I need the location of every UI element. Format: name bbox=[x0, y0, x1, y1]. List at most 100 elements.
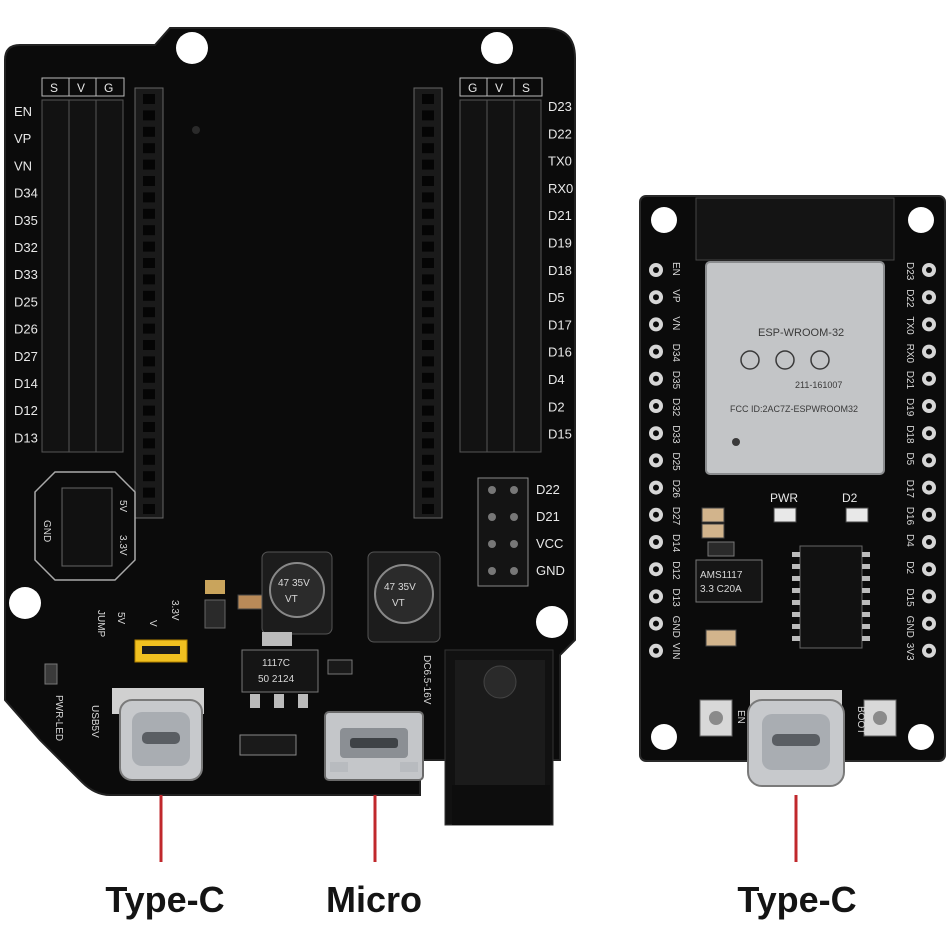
usb-c-port bbox=[112, 688, 204, 781]
header-socket bbox=[422, 225, 434, 236]
capacitor-text: 35V bbox=[398, 582, 416, 593]
devkit-left-pin-holes bbox=[649, 263, 663, 658]
header-socket bbox=[422, 143, 434, 154]
mount-hole bbox=[536, 606, 568, 638]
shield-left-pin-label: D13 bbox=[14, 430, 38, 445]
regulator-text: 1117C bbox=[262, 658, 290, 669]
en-label: EN bbox=[735, 710, 746, 724]
shield-left-pin-label: D26 bbox=[14, 322, 38, 337]
header-socket bbox=[143, 307, 155, 318]
power-header-5v: 5V bbox=[117, 500, 128, 513]
header-socket bbox=[143, 110, 155, 121]
voltage-regulator: AMS1117 3.3 C20A bbox=[695, 559, 763, 603]
devkit-right-pin-label: D21 bbox=[904, 371, 915, 390]
header-socket bbox=[143, 340, 155, 350]
power-jumper: JUMP 5V V 3.3V bbox=[95, 600, 188, 663]
devkit-left-pin-label: GND bbox=[670, 616, 681, 638]
mount-hole bbox=[481, 32, 513, 64]
header-socket bbox=[422, 126, 434, 137]
header-socket bbox=[143, 94, 155, 104]
shield-left-pin-label: D27 bbox=[14, 349, 38, 364]
header-socket bbox=[422, 454, 434, 465]
devkit-left-pin-label: D25 bbox=[670, 452, 681, 471]
header-socket bbox=[422, 307, 434, 318]
header-socket bbox=[422, 471, 434, 482]
mount-hole bbox=[9, 587, 41, 619]
header-socket bbox=[143, 454, 155, 465]
shield-right-pin-label: D16 bbox=[548, 345, 572, 360]
aux-pin-header bbox=[477, 477, 529, 587]
devkit-right-pin-label: D16 bbox=[904, 507, 915, 526]
header-socket bbox=[422, 323, 434, 334]
smd-component bbox=[205, 580, 225, 594]
pin-header-column bbox=[41, 99, 70, 453]
devkit-right-pin-label: D4 bbox=[904, 534, 915, 547]
left-header-letters: S V G bbox=[41, 77, 125, 97]
header-socket bbox=[422, 241, 434, 252]
micro-usb-port bbox=[324, 711, 424, 781]
devkit-left-pin-label: D33 bbox=[670, 425, 681, 444]
regulator-text: AMS1117 bbox=[700, 570, 743, 581]
header-socket bbox=[422, 487, 434, 498]
shield-left-pin-label: D33 bbox=[14, 267, 38, 282]
aux-pin bbox=[510, 486, 518, 494]
devkit-right-pin-label: GND bbox=[904, 616, 915, 638]
pin-header-column bbox=[95, 99, 124, 453]
pin-header-column bbox=[459, 99, 488, 453]
devkit-right-pin-label: D15 bbox=[904, 588, 915, 607]
header-letter-g: G bbox=[104, 81, 113, 95]
module-name: ESP-WROOM-32 bbox=[758, 327, 844, 339]
capacitor-text: 47 bbox=[278, 578, 290, 589]
header-letter-s: S bbox=[50, 81, 58, 95]
header-socket bbox=[422, 405, 434, 416]
power-header: GND 5V 3.3V bbox=[34, 471, 136, 581]
regulator-text: 50 2124 bbox=[258, 674, 295, 685]
devkit-left-pin-label: D32 bbox=[670, 398, 681, 417]
pwr-led-label: PWR bbox=[770, 491, 798, 505]
shield-right-pin-label: D21 bbox=[548, 208, 572, 223]
header-letter-v: V bbox=[495, 81, 503, 95]
header-socket bbox=[143, 192, 155, 203]
esp-wroom-32-module: ESP-WROOM-32 211-161007 FCC ID:2AC7Z-ESP… bbox=[705, 261, 885, 475]
devkit-left-pin-labels: ENVPVND34D35D32D33D25D26D27D14D12D13GNDV… bbox=[670, 262, 681, 659]
shield-left-pin-label: D34 bbox=[14, 186, 38, 201]
shield-left-pin-label: EN bbox=[14, 104, 32, 119]
header-socket bbox=[143, 422, 155, 432]
header-socket bbox=[143, 389, 155, 400]
header-socket bbox=[422, 110, 434, 121]
header-socket bbox=[422, 258, 434, 268]
header-socket bbox=[143, 487, 155, 498]
header-socket bbox=[422, 159, 434, 170]
esp32-devkit-board: ESP-WROOM-32 211-161007 FCC ID:2AC7Z-ESP… bbox=[639, 195, 946, 787]
aux-pin-label: D22 bbox=[536, 482, 560, 497]
shield-right-pin-label: D15 bbox=[548, 427, 572, 442]
devkit-right-pin-label: RX0 bbox=[904, 344, 915, 364]
aux-pin bbox=[488, 486, 496, 494]
devkit-right-pin-label: D22 bbox=[904, 289, 915, 308]
header-socket bbox=[422, 422, 434, 432]
expansion-shield-board: S V G G V S ENVPVND34D35D32D33D25D26D27D… bbox=[4, 27, 576, 826]
devkit-right-pin-labels: D23D22TX0RX0D21D19D18D5D17D16D4D2D15GND3… bbox=[904, 262, 915, 661]
jump-label: JUMP bbox=[95, 610, 106, 638]
shield-left-pin-label: D25 bbox=[14, 294, 38, 309]
devkit-right-pin-holes bbox=[922, 263, 936, 658]
devkit-left-pin-label: D35 bbox=[670, 371, 681, 390]
header-socket bbox=[143, 208, 155, 219]
shield-left-pin-label: D32 bbox=[14, 240, 38, 255]
dc-input-label: DC6.5-16V bbox=[421, 655, 432, 705]
header-letter-s: S bbox=[522, 81, 530, 95]
devkit-right-pin-label: D17 bbox=[904, 480, 915, 499]
header-socket bbox=[143, 471, 155, 482]
capacitor-text: 47 bbox=[384, 582, 396, 593]
header-socket bbox=[143, 356, 155, 367]
devkit-left-pin-label: VN bbox=[670, 316, 681, 330]
aux-pin bbox=[488, 540, 496, 548]
shield-right-pin-label: D22 bbox=[548, 126, 572, 141]
devkit-right-pin-label: TX0 bbox=[904, 316, 915, 335]
header-socket bbox=[422, 274, 434, 285]
capacitor-text: VT bbox=[285, 594, 298, 605]
aux-pin-label: VCC bbox=[536, 536, 563, 551]
aux-pin bbox=[510, 567, 518, 575]
